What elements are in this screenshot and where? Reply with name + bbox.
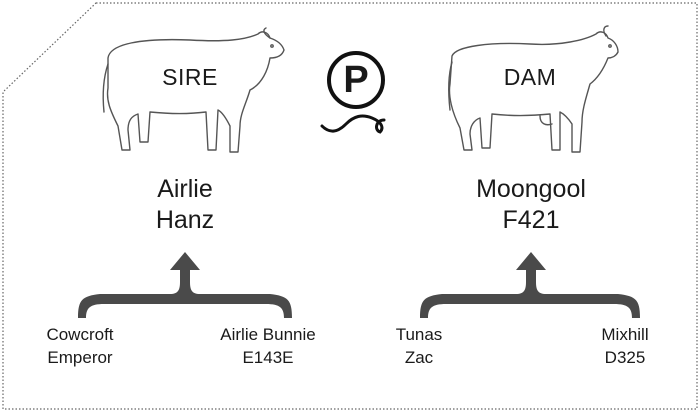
bull-icon	[102, 27, 285, 153]
arrow-up-icon	[420, 252, 640, 318]
sire-grandsire-line1: Cowcroft	[46, 325, 114, 344]
dam-badge: DAM	[503, 64, 557, 90]
polled-icon	[320, 51, 386, 134]
dam-grandsire-line1: Tunas	[395, 325, 443, 344]
sire-granddam: Airlie Bunnie E143E	[203, 323, 333, 369]
arrow-up-icon	[78, 252, 292, 318]
sire-badge: SIRE	[162, 64, 218, 90]
dam-name: Moongool F421	[431, 174, 631, 236]
sire-name-line2: Hanz	[155, 206, 215, 234]
dam-grandsire: Tunas Zac	[354, 323, 484, 369]
dam-granddam: Mixhill D325	[560, 323, 690, 369]
sire-name-line1: Airlie	[157, 175, 213, 203]
polled-letter: P	[343, 59, 369, 101]
dam-granddam-line2: D325	[604, 348, 646, 367]
sire-grandsire-line2: Emperor	[47, 348, 113, 367]
sire-grandsire: Cowcroft Emperor	[15, 323, 145, 369]
dam-name-line2: F421	[502, 206, 560, 234]
sire-granddam-line1: Airlie Bunnie	[220, 325, 316, 344]
sire-granddam-line2: E143E	[242, 348, 294, 367]
dam-name-line1: Moongool	[476, 175, 586, 203]
sire-name: Airlie Hanz	[85, 174, 285, 236]
dam-granddam-line1: Mixhill	[601, 325, 649, 344]
cow-icon	[447, 25, 619, 153]
dam-grandsire-line2: Zac	[404, 348, 434, 367]
